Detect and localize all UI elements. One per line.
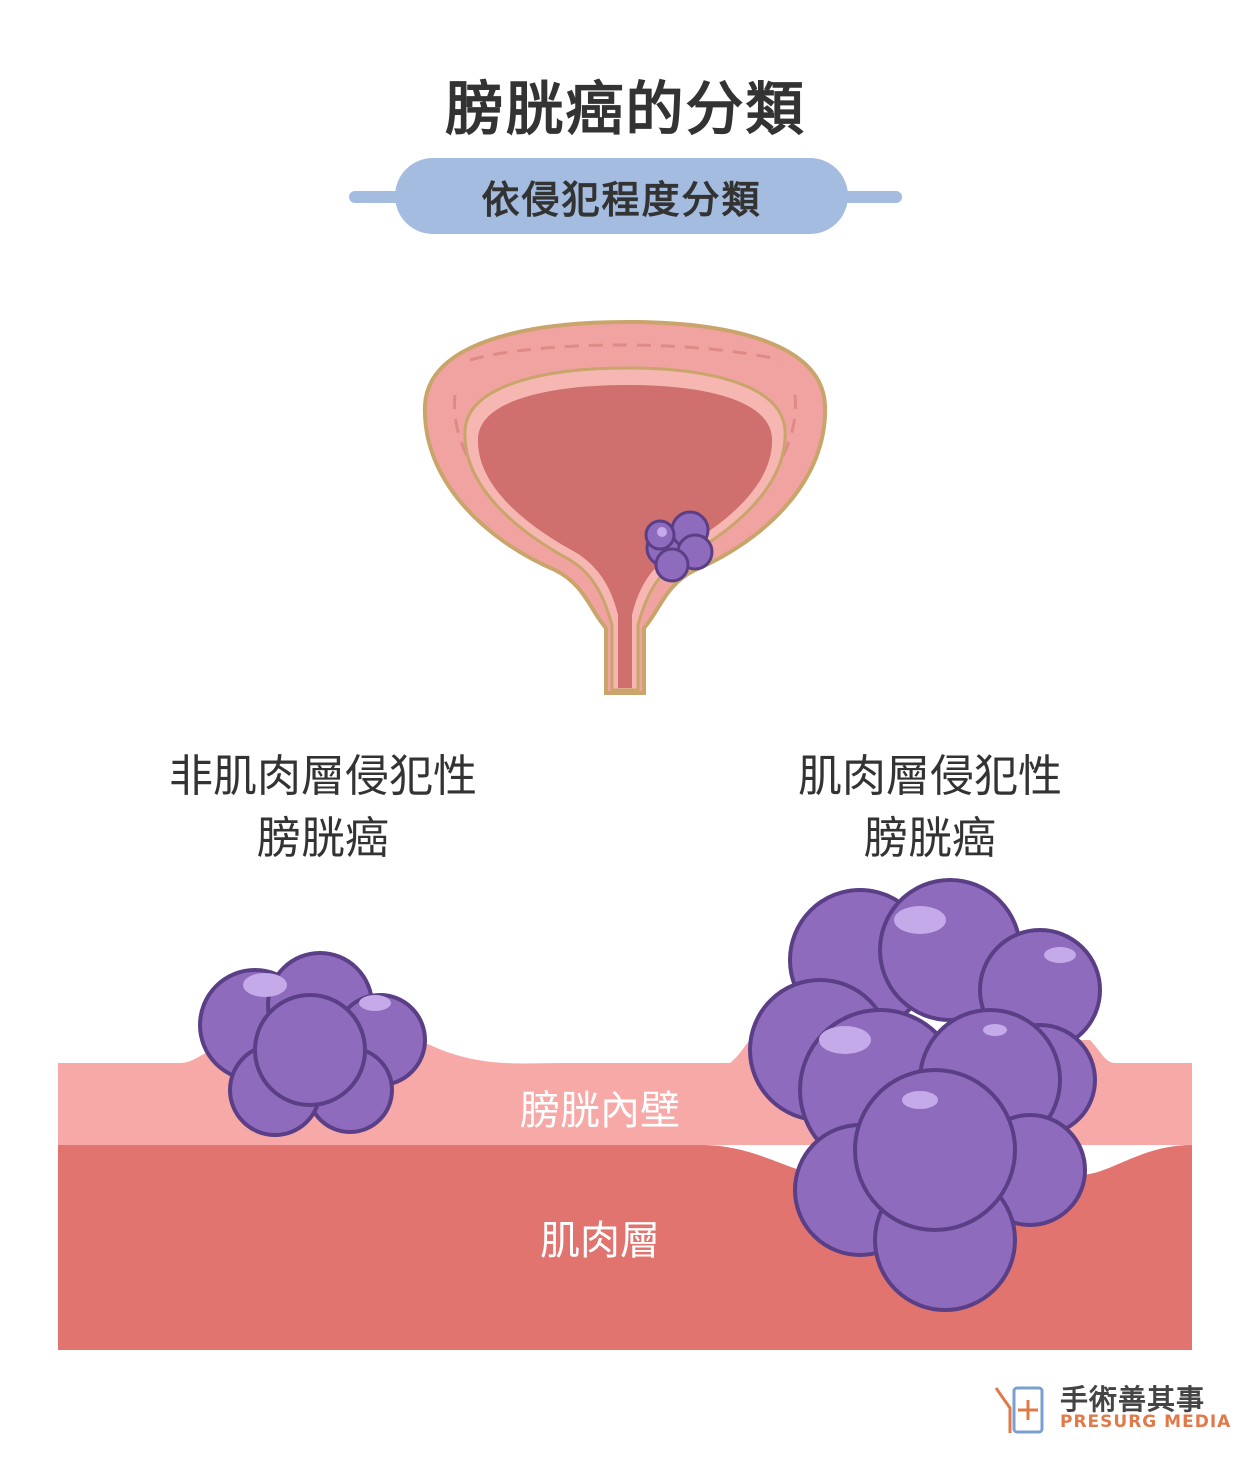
invasive-label-line1: 肌肉層侵犯性 [798,751,1062,802]
non-invasive-tumor-highlights [243,973,391,1011]
subtitle-pill: 依侵犯程度分類 [395,158,848,234]
brand-logo-icon [994,1386,1044,1434]
invasive-label-line2: 膀胱癌 [864,813,996,864]
non-invasive-label: 非肌肉層侵犯性 膀胱癌 [113,746,533,870]
bladder-tumor-highlight [657,527,667,537]
non-invasive-label-line2: 膀胱癌 [257,813,389,864]
page-title: 膀胱癌的分類 [445,75,806,143]
non-invasive-label-line1: 非肌肉層侵犯性 [169,751,477,802]
bladder-wall-label: 膀胱內壁 [520,1088,680,1134]
subtitle-line-left [349,191,409,203]
invasive-tumor [748,878,1102,1312]
bladder-tumor [644,510,714,583]
subtitle-line-right [834,191,902,203]
non-invasive-tumor [198,951,427,1137]
brand-logo: 手術善其事 PRESURG MEDIA [990,1378,1230,1438]
bladder-illustration [422,319,828,695]
invasive-tumor-highlights [819,906,1076,1109]
bladder-lumen [477,385,773,688]
brand-name-en: PRESURG MEDIA [1060,1412,1232,1432]
muscle-layer-label: 肌肉層 [540,1218,660,1264]
invasive-label: 肌肉層侵犯性 膀胱癌 [735,746,1125,870]
brand-name-cn: 手術善其事 [1060,1383,1206,1416]
